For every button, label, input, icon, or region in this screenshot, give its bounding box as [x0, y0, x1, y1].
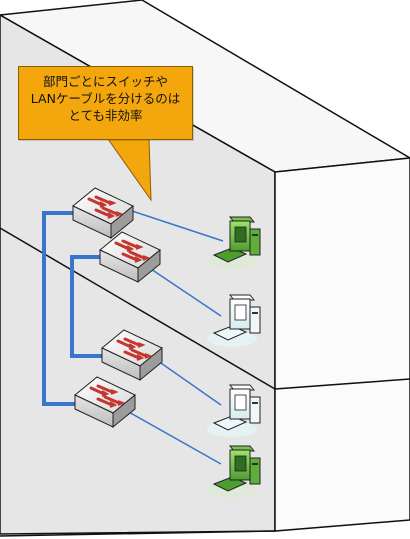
callout-line-3: とても非効率	[68, 108, 143, 123]
computer-icon	[207, 294, 261, 347]
callout-box: 部門ごとにスイッチや LANケーブルを分けるのは とても非効率	[18, 66, 193, 140]
switch-icon	[101, 329, 163, 382]
computer-icon	[207, 445, 261, 498]
switch-icon	[99, 231, 161, 284]
callout-line-2: LANケーブルを分けるのは	[30, 91, 181, 106]
computer-icon	[207, 216, 261, 269]
switch-icon	[72, 187, 134, 240]
switch-icon	[74, 376, 136, 429]
callout-line-1: 部門ごとにスイッチや	[42, 74, 168, 89]
computer-icon	[207, 384, 261, 437]
